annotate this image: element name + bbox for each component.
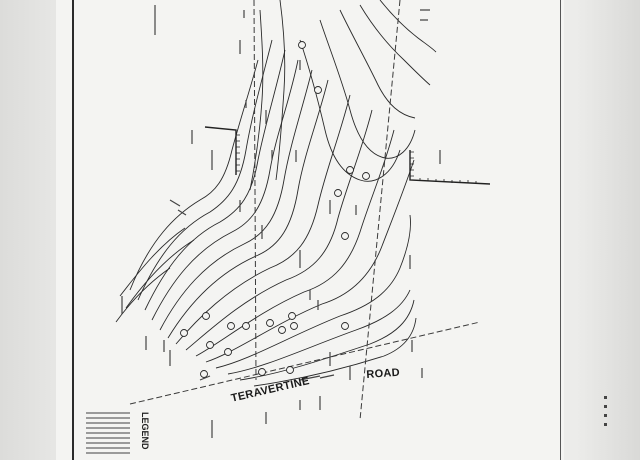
property-line: [253, 0, 257, 381]
survey-marker: [227, 322, 235, 330]
contour-line: [379, 0, 437, 53]
contour-line: [253, 317, 417, 387]
sheet-border-left: [72, 0, 74, 460]
survey-marker: [286, 366, 294, 374]
survey-marker: [180, 329, 188, 337]
contour-line: [151, 59, 299, 321]
contour-line: [185, 109, 373, 351]
contour-line: [299, 39, 401, 182]
contour-line: [275, 0, 286, 181]
survey-marker: [362, 172, 370, 180]
contour-line: [195, 129, 395, 357]
legend-entries: [86, 412, 130, 457]
contour-line: [119, 227, 186, 297]
survey-marker: [290, 322, 298, 330]
survey-marker: [202, 312, 210, 320]
property-line: [129, 321, 481, 405]
contour-line: [125, 239, 195, 309]
survey-marker: [224, 348, 232, 356]
survey-marker: [334, 189, 342, 197]
survey-marker: [341, 232, 349, 240]
road-label-part2: ROAD: [366, 366, 401, 381]
contour-line: [319, 19, 416, 159]
contour-line: [175, 94, 351, 345]
wall-symbol: [204, 126, 237, 175]
survey-marker: [206, 341, 214, 349]
survey-marker: [341, 322, 349, 330]
contour-line: [205, 159, 415, 363]
survey-marker: [298, 41, 306, 49]
contour-line: [129, 59, 259, 291]
legend-title: LEGEND: [140, 412, 150, 450]
contour-line: [339, 9, 416, 119]
survey-marker: [288, 312, 296, 320]
contour-line: [227, 289, 411, 375]
contour-line: [137, 39, 273, 301]
contour-line: [115, 267, 171, 323]
contour-line: [167, 79, 329, 339]
survey-marker: [242, 322, 250, 330]
survey-marker: [346, 166, 354, 174]
survey-marker: [258, 368, 266, 376]
sheet-border-right: [560, 0, 561, 460]
contour-line: [159, 69, 313, 331]
contour-line: [215, 214, 411, 369]
wall-symbol: [409, 150, 491, 185]
contour-line: [239, 299, 415, 381]
survey-marker: [278, 326, 286, 334]
survey-marker: [200, 370, 208, 378]
property-line: [359, 0, 401, 421]
survey-marker: [314, 86, 322, 94]
contour-line: [359, 4, 431, 86]
survey-marker: [266, 319, 274, 327]
contour-line: [144, 49, 286, 311]
title-block-marks: [604, 390, 616, 450]
